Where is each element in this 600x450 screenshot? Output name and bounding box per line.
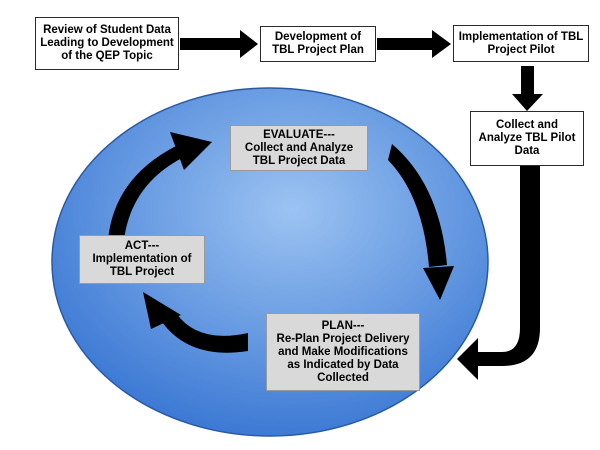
act-box: ACT--- Implementation of TBL Project: [79, 235, 205, 284]
arrow-plan-to-act: [143, 292, 248, 353]
arrow-act-to-evaluate: [108, 132, 212, 240]
implementation-pilot-box: Implementation of TBL Project Pilot: [453, 25, 589, 62]
arrow-implementation-to-collect: [512, 66, 543, 111]
review-student-data-box: Review of Student Data Leading to Develo…: [35, 17, 179, 70]
arrow-evaluate-to-plan: [388, 144, 454, 300]
arrow-review-to-development: [180, 30, 258, 58]
development-plan-box: Development of TBL Project Plan: [260, 26, 376, 62]
collect-analyze-pilot-box: Collect and Analyze TBL Pilot Data: [470, 111, 584, 166]
arrow-development-to-implementation: [377, 30, 451, 58]
arrow-collect-to-plan: [457, 166, 540, 380]
evaluate-box: EVALUATE--- Collect and Analyze TBL Proj…: [230, 125, 368, 171]
plan-box: PLAN--- Re-Plan Project Delivery and Mak…: [266, 313, 420, 391]
